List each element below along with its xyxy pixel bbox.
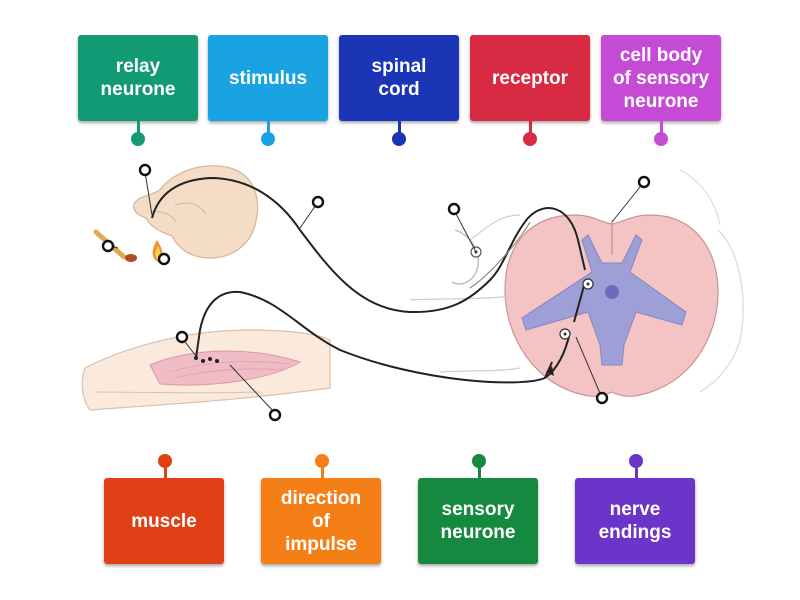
ganglion — [451, 229, 482, 285]
hotspot-marker[interactable] — [101, 239, 115, 253]
tile-label: receptor — [491, 67, 569, 89]
tile-label: direction of impulse — [280, 487, 362, 555]
pin-stem — [137, 121, 140, 135]
pin-dot — [261, 132, 275, 146]
label-tile-stimulus[interactable]: stimulus — [208, 35, 328, 121]
label-tile-muscle[interactable]: muscle — [104, 478, 224, 564]
label-tile-receptor[interactable]: receptor — [470, 35, 590, 121]
leader-lines — [109, 171, 645, 414]
tile-label: sensory neurone — [440, 499, 516, 543]
pin-stem — [164, 464, 167, 480]
hotspot-marker[interactable] — [311, 195, 325, 209]
hand-illustration — [133, 165, 259, 259]
label-tile-direction-of-impulse[interactable]: direction of impulse — [261, 478, 381, 564]
pin-stem — [478, 464, 481, 480]
hotspot-marker[interactable] — [637, 175, 651, 189]
pin-dot — [131, 132, 145, 146]
label-tile-sensory-neurone[interactable]: sensory neurone — [418, 478, 538, 564]
pin-dot — [654, 132, 668, 146]
pin-dot — [158, 454, 172, 468]
pin-dot — [472, 454, 486, 468]
tile-label: spinal cord — [371, 56, 427, 100]
pin-dot — [315, 454, 329, 468]
tile-label: stimulus — [228, 67, 308, 89]
pin-dot — [523, 132, 537, 146]
pin-stem — [529, 121, 532, 135]
neurone-pathways — [151, 176, 586, 384]
label-tile-relay-neurone[interactable]: relay neurone — [78, 35, 198, 121]
tile-label: relay neurone — [100, 56, 176, 100]
hotspot-marker[interactable] — [447, 202, 461, 216]
arm-illustration — [81, 329, 331, 411]
spinal-cord-section — [409, 169, 744, 397]
tile-label: nerve endings — [598, 499, 672, 543]
hotspot-marker[interactable] — [268, 408, 282, 422]
pin-stem — [267, 121, 270, 135]
hotspot-marker[interactable] — [175, 330, 189, 344]
pin-stem — [398, 121, 401, 135]
pin-stem — [321, 464, 324, 480]
label-tile-nerve-endings[interactable]: nerve endings — [575, 478, 695, 564]
tile-label: cell body of sensory neurone — [612, 44, 710, 112]
label-tile-spinal-cord[interactable]: spinal cord — [339, 35, 459, 121]
label-tile-cell-body-of-sensory-neurone[interactable]: cell body of sensory neurone — [601, 35, 721, 121]
tile-label: muscle — [131, 510, 197, 532]
hotspot-marker[interactable] — [157, 252, 171, 266]
pin-dot — [392, 132, 406, 146]
pin-stem — [635, 464, 638, 480]
hotspot-marker[interactable] — [138, 163, 152, 177]
pin-dot — [629, 454, 643, 468]
hotspot-marker[interactable] — [595, 391, 609, 405]
pin-stem — [660, 121, 663, 135]
